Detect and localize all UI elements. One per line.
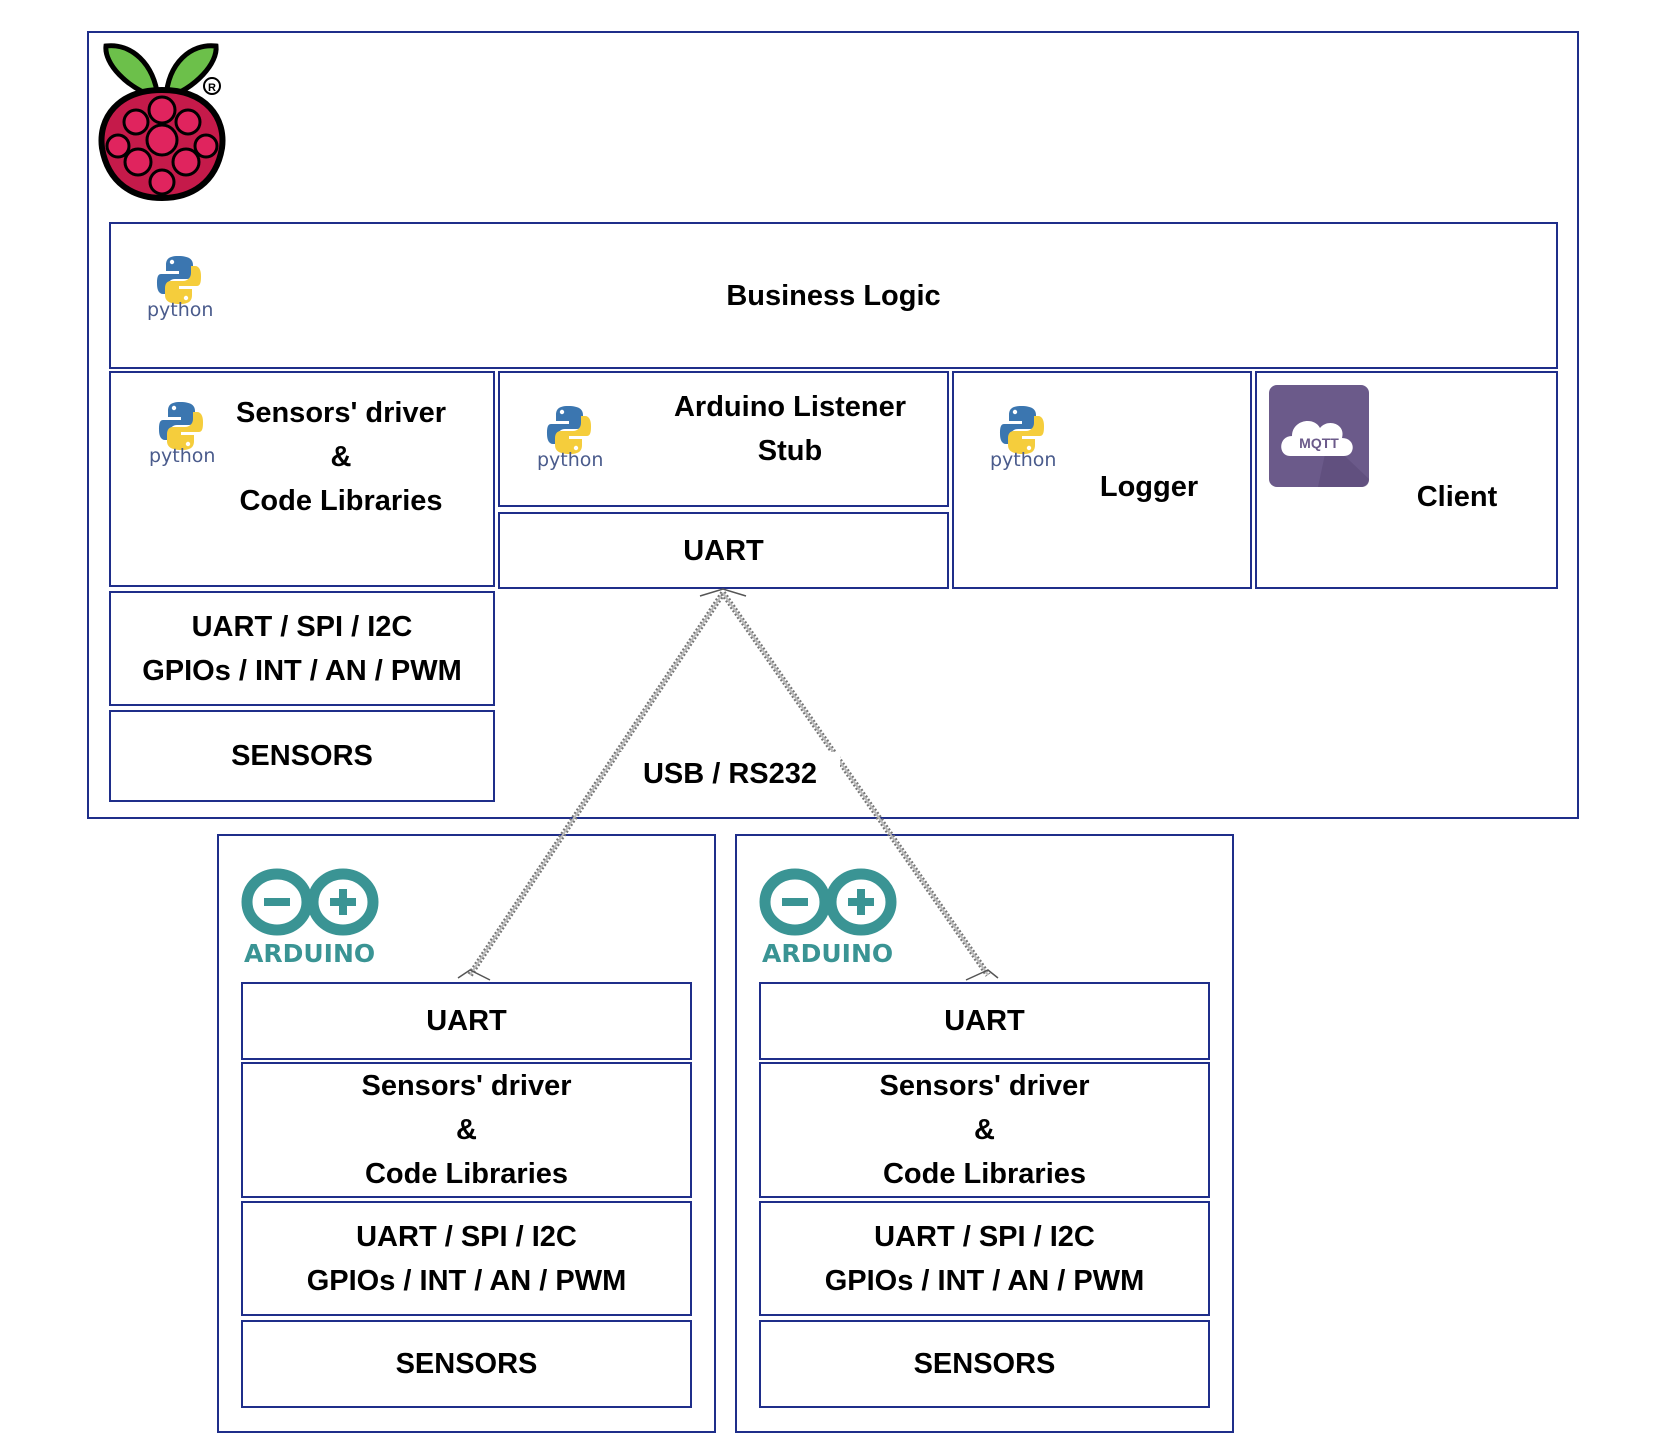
arduino-2-sensors-label: SENSORS — [913, 1348, 1056, 1380]
arduino-1-sensors-label: SENSORS — [395, 1348, 538, 1380]
arduino-2-interfaces-box: UART / SPI / I2C GPIOs / INT / AN / PWM — [759, 1201, 1210, 1316]
python-logo-icon-business: python — [147, 256, 213, 321]
arduino-logo-icon-1: ARDUINO — [241, 868, 379, 966]
pi-interfaces-box: UART / SPI / I2C GPIOs / INT / AN / PWM — [109, 591, 495, 706]
listener-uart-label: UART — [683, 534, 764, 567]
arduino-2-uart-box: UART — [759, 982, 1210, 1060]
arduino-2-interfaces-label: UART / SPI / I2C GPIOs / INT / AN / PWM — [824, 1220, 1145, 1297]
arduino-1-uart-box: UART — [241, 982, 692, 1060]
python-word-listener: python — [537, 449, 603, 471]
arduino-2-driver-box: Sensors' driver & Code Libraries — [759, 1062, 1210, 1198]
python-logo-icon-logger: python — [990, 406, 1056, 471]
arduino-1-driver-box: Sensors' driver & Code Libraries — [241, 1062, 692, 1198]
logger-label: Logger — [1099, 471, 1199, 503]
logger-box: Logger — [952, 371, 1252, 589]
listener-stub-label: Arduino Listener Stub — [673, 391, 906, 467]
raspberry-pi-logo-icon: R — [98, 43, 226, 202]
pi-sensors-driver-label: Sensors' driver & Code Libraries — [236, 397, 446, 517]
arduino-1-interfaces-label: UART / SPI / I2C GPIOs / INT / AN / PWM — [306, 1220, 627, 1297]
python-word-logger: python — [990, 449, 1056, 471]
svg-text:R: R — [208, 82, 216, 94]
mqtt-logo-text: MQTT — [1299, 435, 1339, 451]
python-logo-icon-listener: python — [537, 406, 603, 471]
arduino-logo-icon-2: ARDUINO — [759, 868, 897, 966]
python-word-business: python — [147, 299, 213, 321]
python-word-drivers: python — [149, 445, 215, 467]
arduino-2-uart-label: UART — [944, 1005, 1025, 1037]
business-logic-box: Business Logic — [109, 222, 1558, 369]
arduino-1-driver-label: Sensors' driver & Code Libraries — [361, 1070, 572, 1190]
arduino-1-interfaces-box: UART / SPI / I2C GPIOs / INT / AN / PWM — [241, 1201, 692, 1316]
business-logic-label: Business Logic — [726, 279, 941, 312]
usb-rs232-label: USB / RS232 — [620, 752, 840, 796]
pi-sensors-box: SENSORS — [109, 710, 495, 802]
mqtt-cloud-logo-icon: MQTT — [1269, 385, 1369, 487]
arduino-2-sensors-box: SENSORS — [759, 1320, 1210, 1408]
python-logo-icon-drivers: python — [149, 402, 215, 467]
mqtt-client-label: Client — [1416, 481, 1498, 513]
listener-uart-box: UART — [498, 512, 949, 589]
arduino-logo-text-1: ARDUINO — [244, 939, 375, 966]
pi-interfaces-label: UART / SPI / I2C GPIOs / INT / AN / PWM — [142, 610, 462, 687]
pi-sensors-label: SENSORS — [231, 740, 373, 772]
arduino-1-uart-label: UART — [426, 1005, 507, 1037]
arduino-logo-text-2: ARDUINO — [762, 939, 893, 966]
arduino-1-sensors-box: SENSORS — [241, 1320, 692, 1408]
arduino-2-driver-label: Sensors' driver & Code Libraries — [879, 1070, 1090, 1190]
